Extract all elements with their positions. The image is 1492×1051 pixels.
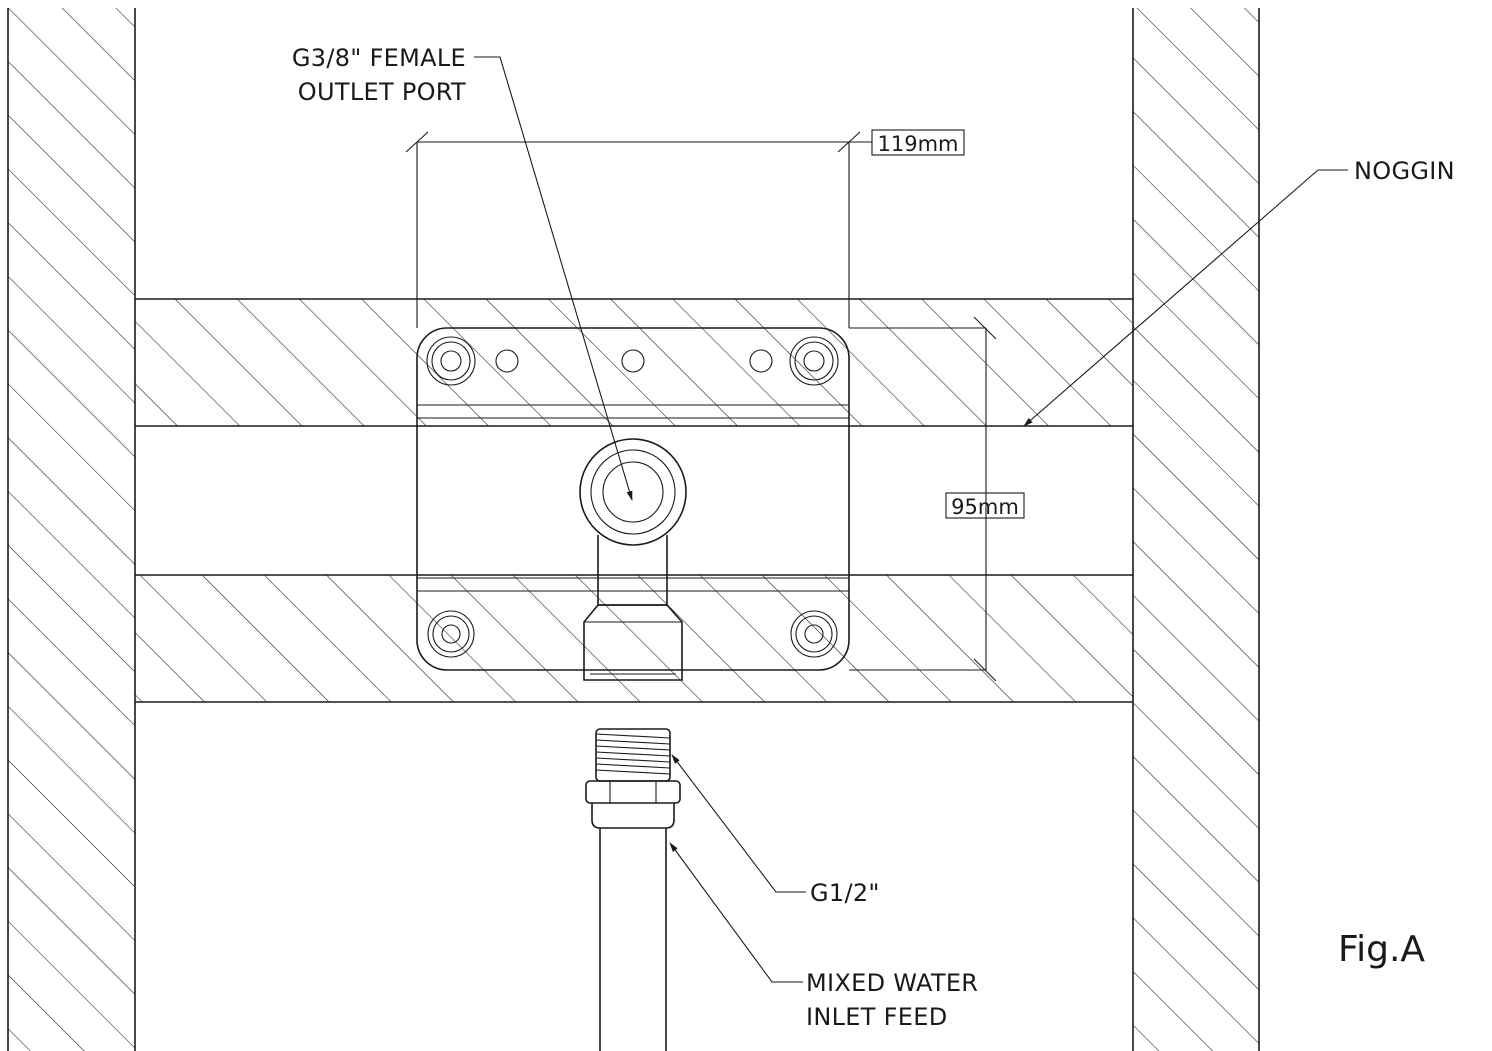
inlet-feed-label-line2: INLET FEED xyxy=(806,1003,947,1031)
right-stud xyxy=(1132,8,1260,1051)
dimension-width: 119mm xyxy=(405,129,965,328)
dimension-height-label: 95mm xyxy=(951,495,1019,519)
leader-noggin: NOGGIN xyxy=(1023,157,1455,427)
screw-bottom-right xyxy=(790,610,838,658)
left-stud xyxy=(7,8,136,1051)
noggin-upper xyxy=(135,298,1133,427)
outlet-fitting xyxy=(579,438,687,681)
screw-top-right xyxy=(789,336,839,386)
dimension-height: 95mm xyxy=(849,316,1025,682)
figure-label: Fig.A xyxy=(1338,929,1425,970)
outlet-port-label-line1: G3/8" FEMALE xyxy=(292,44,466,72)
inlet-thread-label: G1/2" xyxy=(810,879,880,907)
inlet-pipe xyxy=(585,728,681,1051)
inlet-thread xyxy=(595,728,671,782)
leader-inlet-thread: G1/2" xyxy=(671,754,880,907)
inlet-feed-label-line1: MIXED WATER xyxy=(806,969,978,997)
noggin-lower xyxy=(135,574,1133,703)
screw-top-left xyxy=(426,336,476,386)
leader-inlet-feed: MIXED WATER INLET FEED xyxy=(669,842,978,1031)
screw-bottom-left xyxy=(427,610,475,658)
mounting-bracket xyxy=(416,327,850,671)
noggin-label: NOGGIN xyxy=(1354,157,1455,185)
leader-outlet-port: G3/8" FEMALE OUTLET PORT xyxy=(292,44,633,501)
hole-center xyxy=(621,349,645,373)
hole-right xyxy=(749,349,773,373)
outlet-port-label-line2: OUTLET PORT xyxy=(298,78,466,106)
compression-nut xyxy=(585,780,681,804)
dimension-width-label: 119mm xyxy=(878,132,959,156)
hole-left xyxy=(495,349,519,373)
